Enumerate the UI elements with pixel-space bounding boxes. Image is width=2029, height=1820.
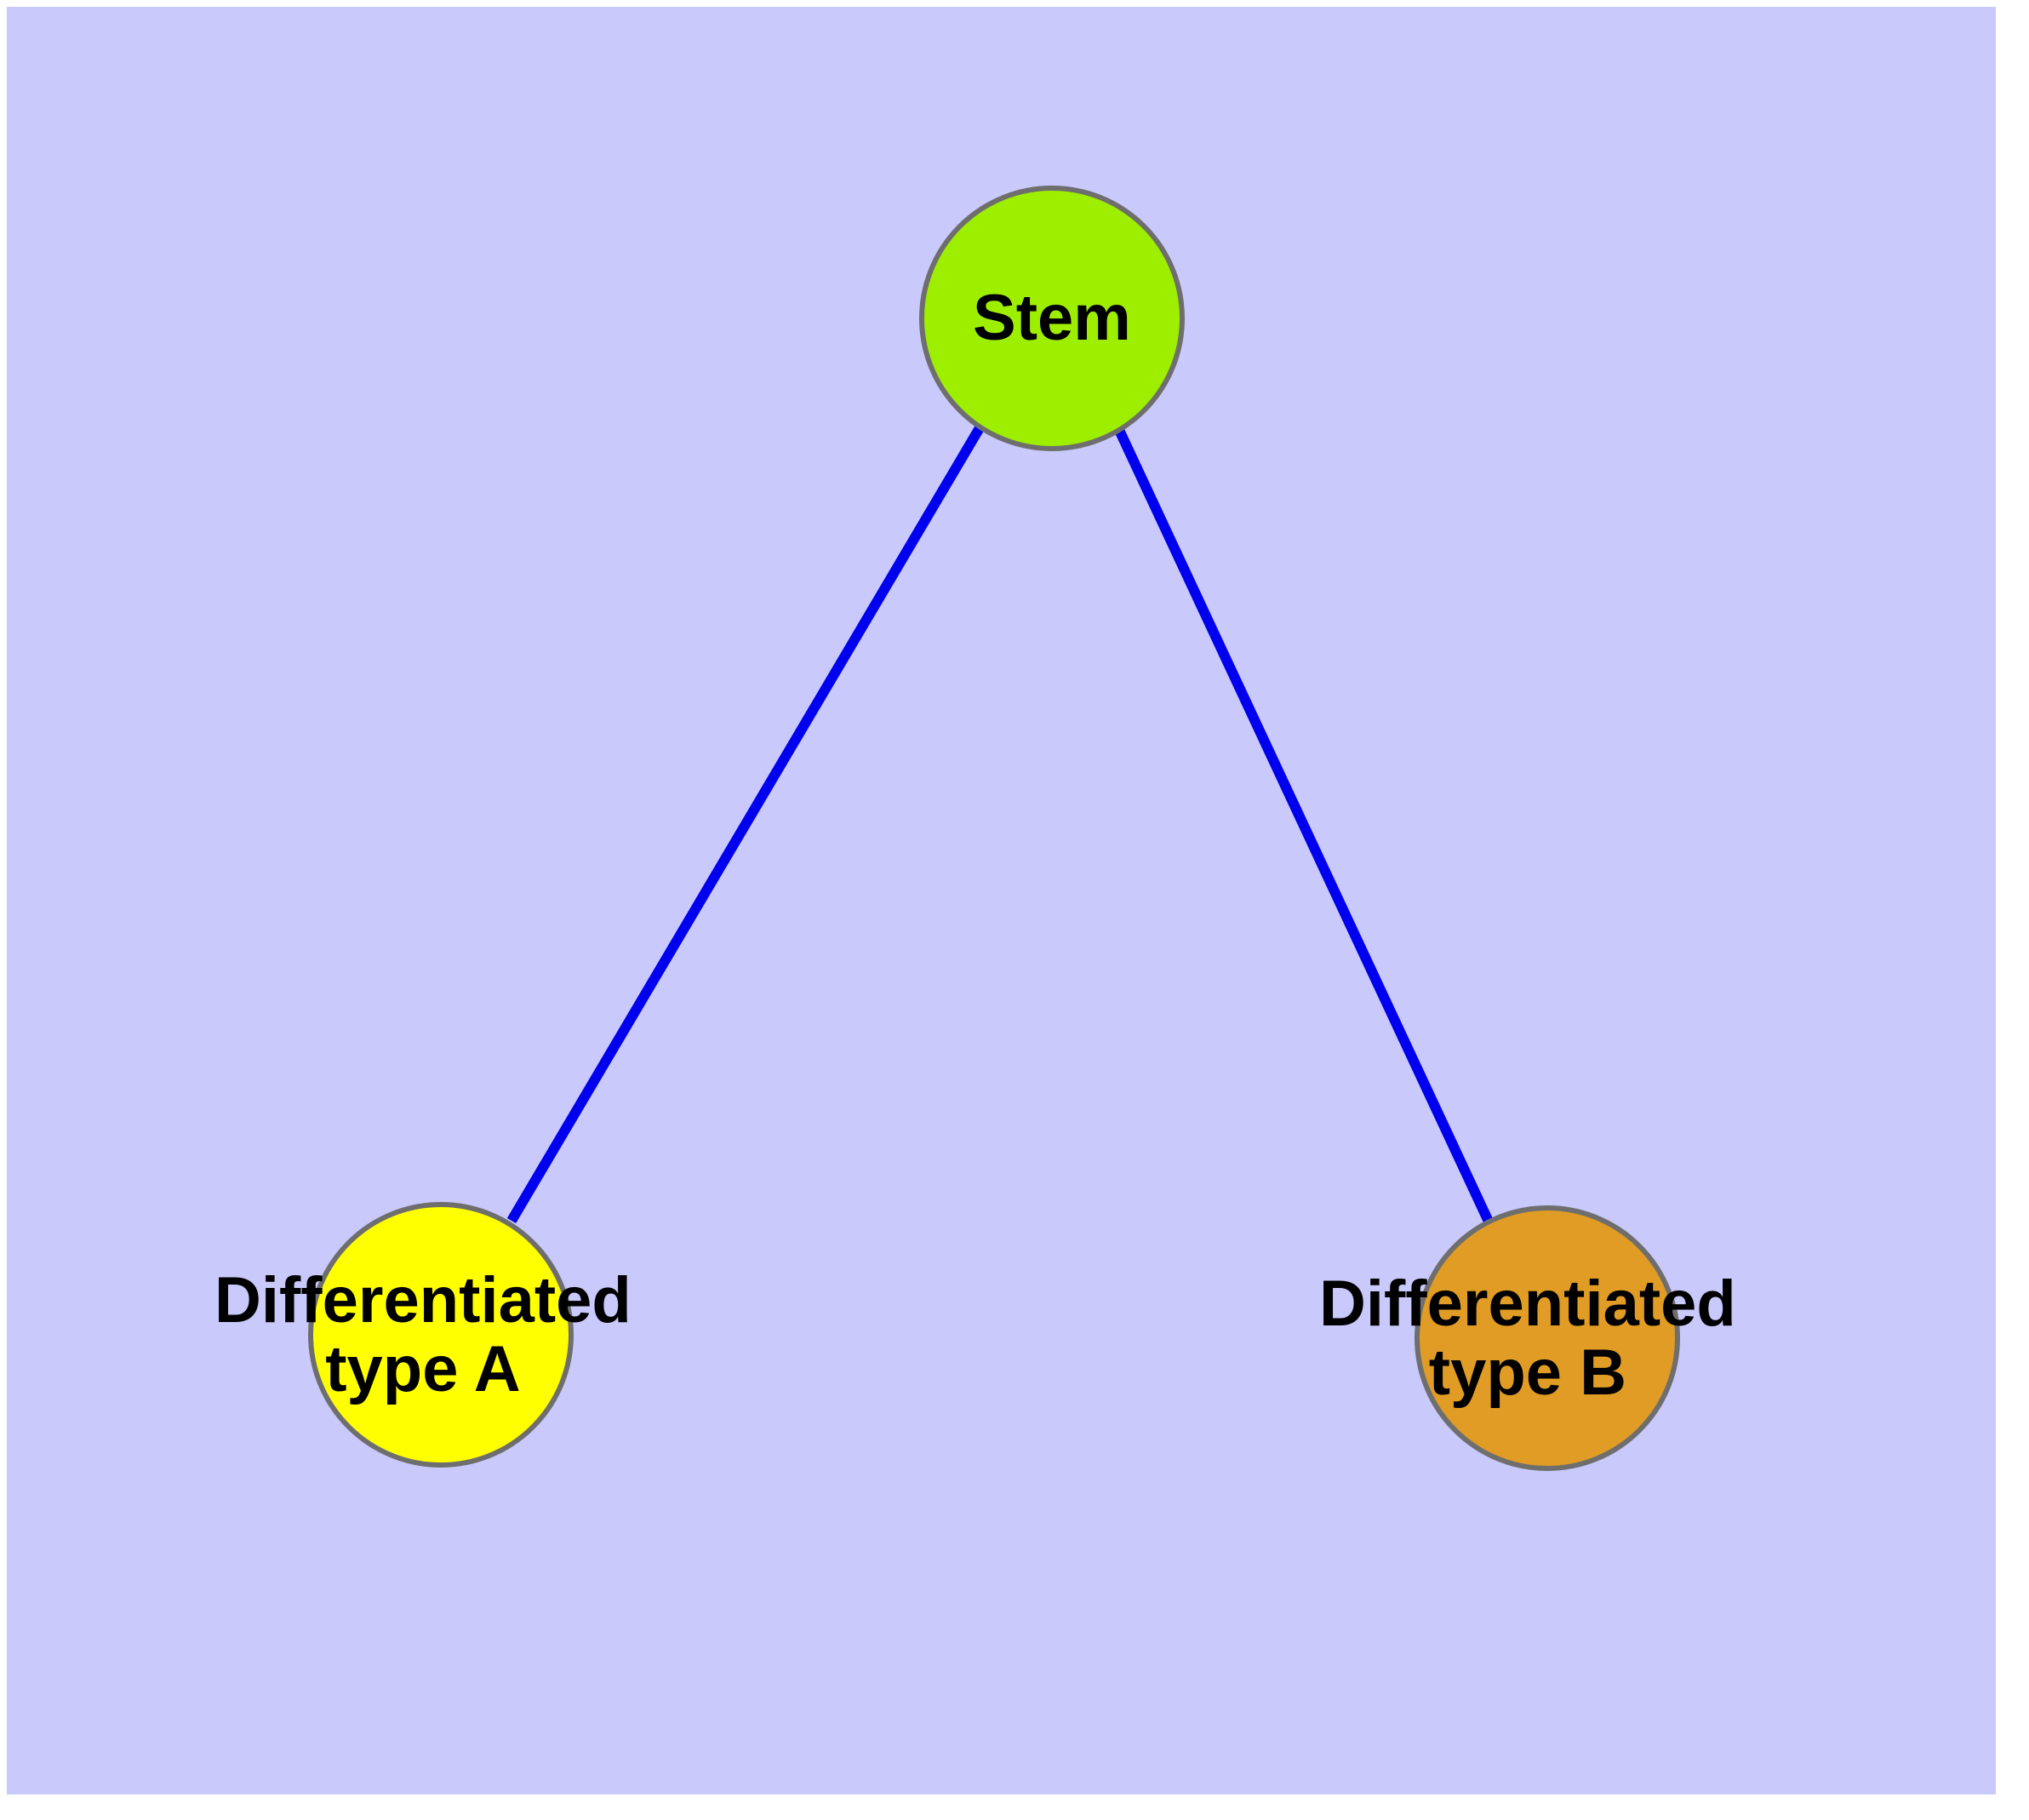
graph-node-diff_b[interactable]	[1415, 1205, 1680, 1471]
edge-layer	[506, 423, 1495, 1226]
graph-edge-stem-to-diff-a[interactable]	[506, 423, 986, 1224]
graph-node-stem[interactable]	[919, 186, 1185, 451]
graph-edge-stem-to-diff-b[interactable]	[1113, 426, 1495, 1226]
graph-node-diff_a[interactable]	[308, 1202, 574, 1468]
node-layer	[308, 186, 1680, 1471]
